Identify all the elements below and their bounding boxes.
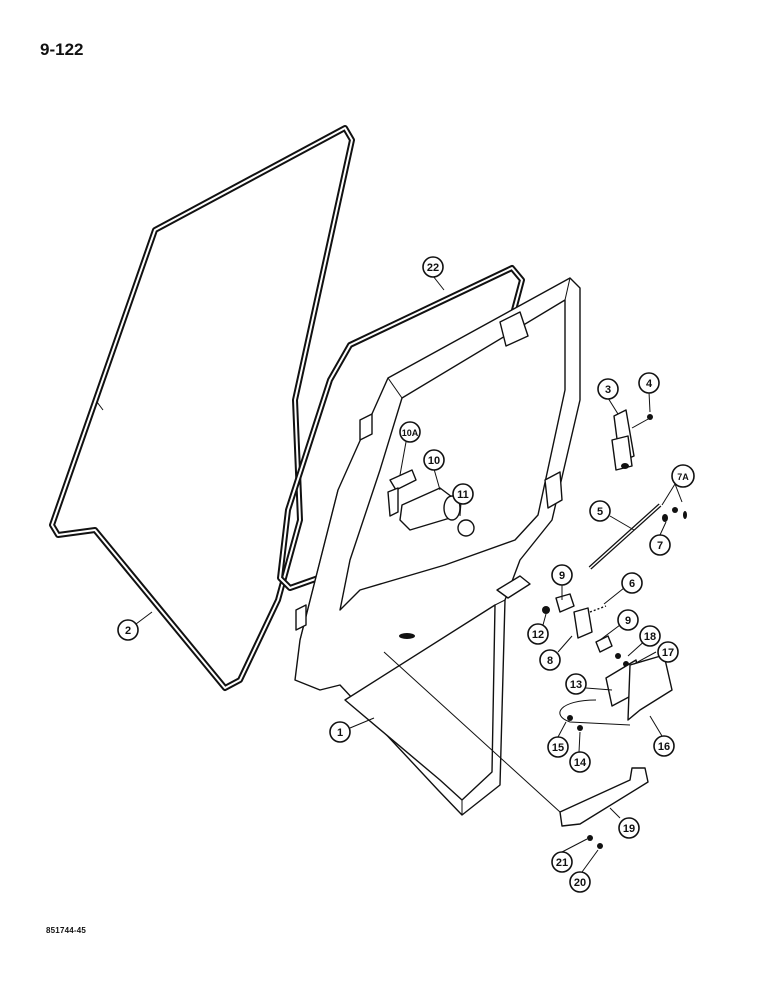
callout-21: 21 (551, 851, 573, 873)
callout-14: 14 (569, 751, 591, 773)
document-code: 851744-45 (46, 926, 87, 935)
inside-handle-part (559, 654, 673, 731)
callout-8: 8 (539, 649, 561, 671)
svg-text:10A: 10A (402, 428, 419, 438)
callout-9-upper: 9 (551, 564, 573, 586)
callout-9-lower: 9 (617, 609, 639, 631)
svg-text:5: 5 (597, 506, 603, 518)
callout-7: 7 (649, 534, 671, 556)
callout-12: 12 (527, 623, 549, 645)
svg-text:19: 19 (623, 823, 635, 835)
callout-13: 13 (565, 673, 587, 695)
hinge-part (611, 409, 653, 471)
callout-20: 20 (569, 871, 591, 893)
svg-text:21: 21 (556, 857, 568, 869)
callout-19: 19 (618, 817, 640, 839)
svg-text:9: 9 (625, 615, 631, 627)
svg-text:20: 20 (574, 877, 586, 889)
door-frame-part (294, 277, 581, 816)
svg-text:4: 4 (646, 378, 653, 390)
svg-text:22: 22 (427, 262, 439, 274)
page-number: 9-122 (40, 40, 84, 59)
callout-11: 11 (452, 483, 474, 505)
callout-22: 22 (422, 256, 444, 278)
callout-10: 10 (423, 449, 445, 471)
svg-text:12: 12 (532, 629, 544, 641)
svg-text:14: 14 (574, 757, 587, 769)
svg-text:11: 11 (457, 489, 469, 501)
svg-text:15: 15 (552, 742, 564, 754)
svg-text:8: 8 (547, 655, 553, 667)
grab-handle-part (559, 767, 649, 849)
callout-3: 3 (597, 378, 619, 400)
svg-text:7: 7 (657, 540, 663, 552)
callout-10A: 10A (399, 421, 421, 443)
callout-15: 15 (547, 736, 569, 758)
svg-text:6: 6 (629, 578, 635, 590)
svg-text:16: 16 (658, 741, 670, 753)
lock-assembly-part (387, 469, 475, 537)
svg-text:1: 1 (337, 727, 343, 739)
callout-2: 2 (117, 619, 139, 641)
latch-rod-part (588, 503, 687, 570)
callout-7A: 7A (671, 464, 695, 488)
callout-17: 17 (657, 641, 679, 663)
svg-text:3: 3 (605, 384, 611, 396)
svg-text:7A: 7A (677, 472, 689, 482)
svg-text:2: 2 (125, 625, 131, 637)
svg-text:9: 9 (559, 570, 565, 582)
svg-text:17: 17 (662, 647, 674, 659)
callout-5: 5 (589, 500, 611, 522)
svg-text:18: 18 (644, 631, 656, 643)
svg-text:13: 13 (570, 679, 582, 691)
callout-6: 6 (621, 572, 643, 594)
leader-lines (135, 275, 683, 873)
callout-1: 1 (329, 721, 351, 743)
callout-16: 16 (653, 735, 675, 757)
callout-4: 4 (638, 372, 660, 394)
callout-18: 18 (639, 625, 661, 647)
door-seal-part (49, 125, 355, 691)
svg-text:10: 10 (428, 455, 440, 467)
